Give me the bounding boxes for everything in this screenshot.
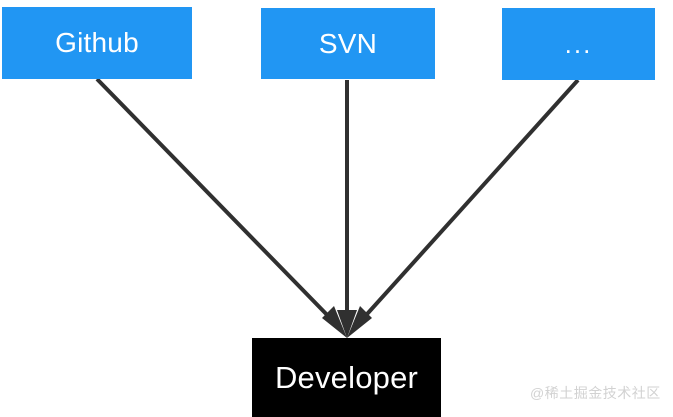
watermark-text: @稀土掘金技术社区 [530, 385, 661, 401]
edge-other-developer [347, 78, 580, 338]
edge-github-developer [95, 77, 347, 338]
edge-svn-developer [337, 80, 357, 338]
node-svn-label: SVN [318, 27, 378, 59]
node-developer-label: Developer [274, 360, 419, 395]
node-developer[interactable]: @稀土掘金 Developer [252, 338, 441, 417]
node-ellipsis[interactable]: ... [502, 8, 655, 80]
node-github[interactable]: Github [2, 7, 192, 79]
node-ellipsis-label: ... [564, 29, 593, 59]
node-github-label: Github [55, 27, 139, 58]
node-svn[interactable]: SVN [261, 8, 435, 79]
